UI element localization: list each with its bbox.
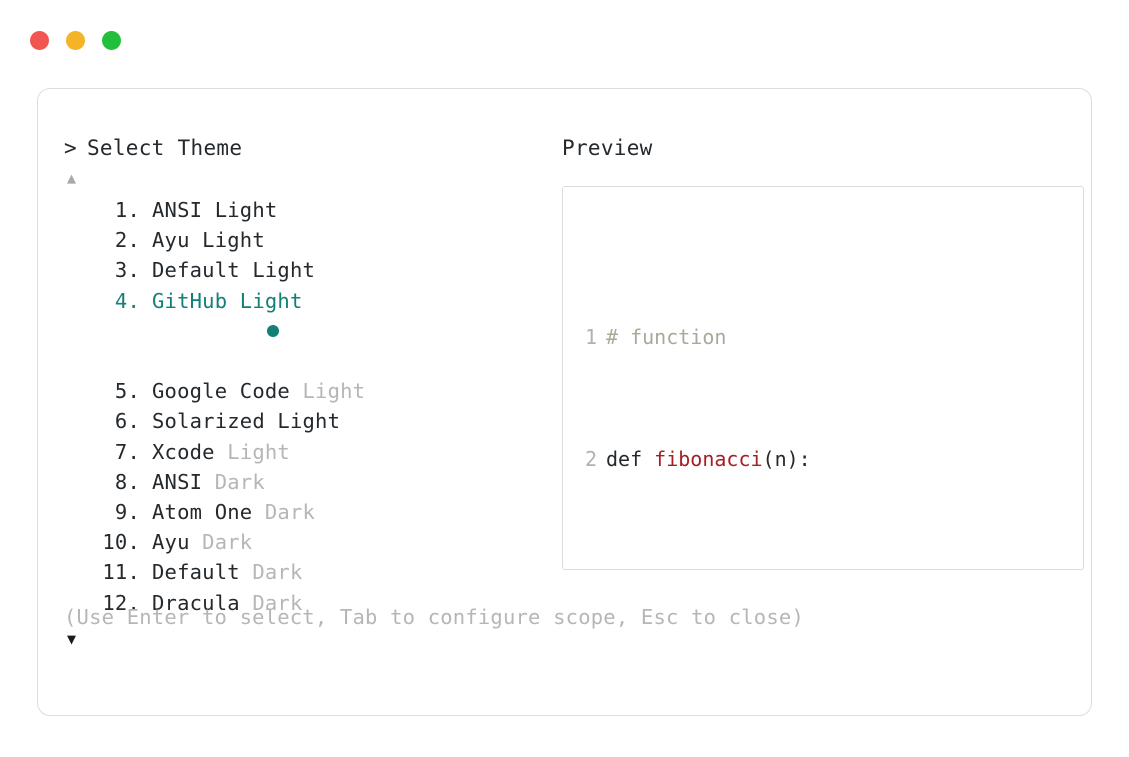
- list-item[interactable]: 10. Ayu Dark: [64, 527, 536, 557]
- list-item-index: 2.: [114, 228, 140, 253]
- close-window-icon[interactable]: [30, 31, 49, 50]
- list-item-variant: Dark: [189, 530, 253, 555]
- selection-indicator: [64, 286, 279, 377]
- code-block: 1 # function 2 def fibonacci(n): 3 a, b = …: [563, 230, 1083, 570]
- list-item-index: 11.: [102, 560, 140, 585]
- scroll-down-row[interactable]: ▼: [64, 628, 536, 650]
- preview-panel: Preview 1 # function 2 def fibonacci(n): 3…: [536, 135, 1084, 570]
- list-item-label: Default: [152, 560, 240, 585]
- scroll-up-icon[interactable]: ▲: [67, 169, 77, 187]
- selected-dot-icon: [266, 324, 279, 337]
- code-token: a, b =: [606, 569, 738, 570]
- list-item-index: 5.: [114, 379, 140, 404]
- code-token: ,: [751, 569, 775, 570]
- list-item-variant: Light: [289, 379, 366, 404]
- preview-title: Preview: [562, 136, 653, 160]
- list-item-index: 9.: [114, 500, 140, 525]
- list-item-label: Dracula: [152, 590, 240, 615]
- list-item-label: ANSI Light: [152, 198, 278, 222]
- list-item[interactable]: 1. ANSI Light: [64, 195, 536, 225]
- list-item-label: Google Code: [152, 379, 290, 404]
- list-item-index: 10.: [102, 530, 140, 555]
- code-token: # function: [606, 324, 727, 349]
- code-token: 1: [775, 569, 787, 570]
- list-item-variant: Light: [214, 439, 290, 464]
- list-item-variant: Dark: [202, 469, 265, 494]
- keyboard-hint: (Use Enter to select, Tab to configure s…: [64, 605, 804, 629]
- theme-selector-panel: > Select Theme ▲ 1. ANSI Light: [64, 135, 536, 650]
- list-item[interactable]: 3. Default Light: [64, 255, 536, 285]
- list-item[interactable]: 8. ANSI Dark: [64, 467, 536, 497]
- selector-header: > Select Theme: [64, 135, 536, 161]
- code-line: 2 def fibonacci(n):: [583, 444, 1083, 475]
- list-item-selected[interactable]: 4. GitHub Light: [64, 286, 536, 377]
- list-item-label: ANSI: [152, 469, 203, 494]
- list-item-variant: Dark: [239, 560, 303, 585]
- list-item-index: 3.: [114, 258, 140, 283]
- code-token: 0: [738, 569, 750, 570]
- list-item-index: 1.: [114, 198, 140, 222]
- list-item-label: Ayu: [152, 530, 190, 555]
- list-item[interactable]: 9. Atom One Dark: [64, 497, 536, 527]
- line-number: 2: [584, 446, 597, 471]
- list-item-index: 12.: [102, 590, 140, 615]
- list-item-label: Default Light: [152, 258, 316, 283]
- line-number: 3: [583, 566, 597, 570]
- theme-picker-card: > Select Theme ▲ 1. ANSI Light: [37, 88, 1092, 716]
- window-traffic-lights: [30, 31, 121, 50]
- list-item-label: Atom One: [152, 500, 253, 525]
- code-token: fibonacci: [654, 446, 763, 471]
- list-item-variant: Dark: [252, 500, 316, 525]
- theme-list: 1. ANSI Light 2. Ayu Light 3.: [64, 195, 536, 618]
- list-item[interactable]: 6. Solarized Light: [64, 406, 536, 436]
- code-preview-box: 1 # function 2 def fibonacci(n): 3 a, b = …: [562, 186, 1084, 570]
- list-item-index: 4.: [114, 288, 140, 313]
- list-item[interactable]: 5. Google Code Light: [64, 376, 536, 406]
- list-item-variant: Dark: [239, 590, 303, 615]
- list-item-label: Ayu Light: [152, 228, 265, 253]
- list-item[interactable]: 11. Default Dark: [64, 557, 536, 587]
- list-item-label: GitHub Light: [152, 288, 303, 313]
- page-title: Select Theme: [86, 136, 243, 160]
- code-line: 1 # function: [583, 322, 1083, 353]
- list-item[interactable]: 12. Dracula Dark: [64, 588, 536, 618]
- minimize-window-icon[interactable]: [66, 31, 85, 50]
- list-item[interactable]: 7. Xcode Light: [64, 437, 536, 467]
- code-token: def: [606, 446, 655, 471]
- code-token: (n):: [762, 446, 811, 471]
- list-item-label: Solarized Light: [152, 409, 341, 434]
- list-item-index: 6.: [114, 409, 140, 434]
- list-item[interactable]: 2. Ayu Light: [64, 225, 536, 255]
- prompt-caret-icon: >: [64, 136, 77, 160]
- list-item-index: 7.: [114, 439, 140, 464]
- list-item-index: 8.: [114, 469, 140, 494]
- list-item-label: Xcode: [152, 439, 215, 464]
- maximize-window-icon[interactable]: [102, 31, 121, 50]
- scroll-down-icon[interactable]: ▼: [67, 629, 77, 648]
- code-line: 3 a, b = 0, 1: [583, 566, 1083, 570]
- scroll-up-row[interactable]: ▲: [64, 167, 536, 189]
- line-number: 1: [584, 324, 597, 349]
